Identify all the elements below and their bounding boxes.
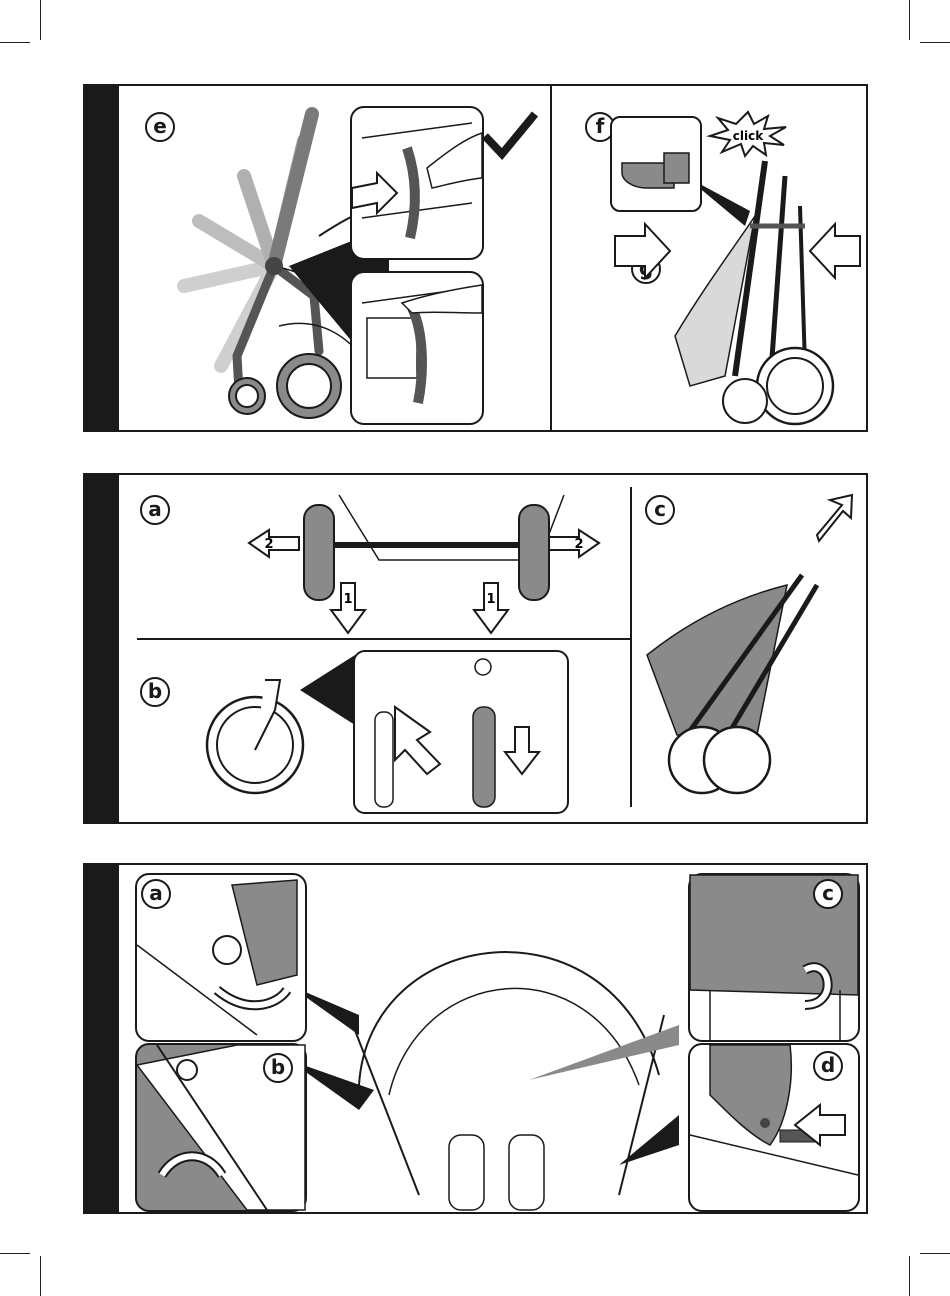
- crop-mark: [40, 0, 41, 40]
- instruction-panel-canopy: a b c d: [83, 863, 868, 1214]
- instruction-panel-wheels: a b c 2 2 1 1: [83, 473, 868, 824]
- checkmark-icon: [480, 106, 540, 166]
- crop-mark: [0, 42, 30, 43]
- panel-divider: [630, 487, 632, 807]
- step-number-2-left: 2: [264, 537, 273, 552]
- step-b-badge: b: [140, 677, 170, 707]
- step-number-2-right: 2: [574, 537, 583, 552]
- crop-mark: [909, 1256, 910, 1296]
- rear-wheel-removal-illustration: 2 2 1 1: [119, 475, 629, 640]
- folded-stroller-lift-illustration: [637, 475, 867, 820]
- inset-front-wheel-release: [353, 650, 569, 814]
- section-tab: [85, 86, 119, 430]
- step-d-badge: d: [813, 1051, 843, 1081]
- panel-divider: [550, 86, 552, 430]
- step-c-badge: c: [813, 879, 843, 909]
- inset-handle-adjust-release: [350, 271, 484, 425]
- inset-lock-latch: [610, 116, 702, 212]
- inset-handle-adjust-correct: [350, 106, 484, 260]
- crop-mark: [920, 42, 950, 43]
- section-tab: [85, 865, 119, 1212]
- step-a-badge: a: [141, 879, 171, 909]
- crop-mark: [909, 0, 910, 40]
- crop-mark: [0, 1253, 30, 1254]
- section-tab: [85, 475, 119, 822]
- step-number-1-right: 1: [486, 592, 495, 607]
- crop-mark: [920, 1253, 950, 1254]
- click-label: click: [733, 129, 764, 143]
- step-number-1-left: 1: [343, 592, 352, 607]
- crop-mark: [40, 1256, 41, 1296]
- step-b-badge: b: [263, 1053, 293, 1083]
- instruction-panel-fold: e f g: [83, 84, 868, 432]
- click-burst-icon: click: [708, 112, 788, 156]
